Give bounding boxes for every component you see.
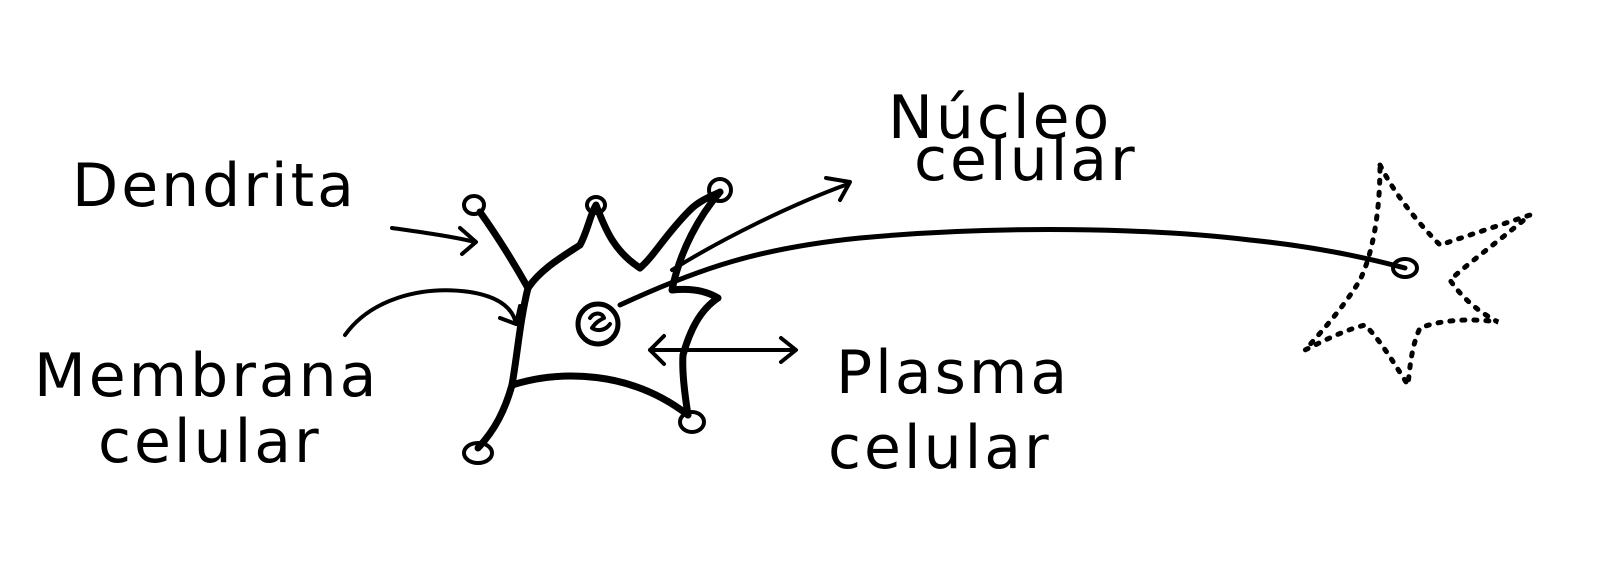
axon-terminal	[1391, 257, 1419, 279]
membrane-arrow	[343, 288, 517, 337]
label-dendrite: Dendrita	[72, 151, 357, 221]
neuron-cell	[462, 177, 733, 465]
arrows	[343, 176, 852, 366]
dendrite-arrowhead	[458, 226, 478, 256]
dendrite-tip-5	[678, 410, 706, 434]
label-membrane-line1: Membrana	[34, 341, 379, 411]
axon-line	[617, 227, 1408, 308]
nucleus-arrow	[670, 182, 850, 272]
dendrite-tip-1	[462, 194, 486, 216]
nucleus-squiggle	[588, 311, 612, 333]
plasma-arrowhead-right	[779, 336, 798, 364]
target-neuron	[1303, 163, 1532, 393]
dendrite-tip-4	[462, 441, 494, 465]
label-nucleus-line1: Núcleo	[888, 83, 1112, 153]
dendrite-arrow	[390, 226, 477, 244]
dendrite-tip-3	[707, 177, 733, 203]
cell-membrane-bottom	[508, 372, 692, 419]
dendrite-tip-2	[585, 195, 607, 215]
label-plasma-line1: Plasma	[836, 338, 1070, 408]
label-nucleus-line2: celular	[914, 125, 1138, 195]
nucleus-arrowhead	[824, 176, 852, 202]
membrane-arrowhead	[498, 304, 522, 326]
label-membrane-line2: celular	[98, 407, 322, 477]
plasma-arrowhead-left	[648, 334, 666, 366]
target-neuron-outline	[1303, 163, 1532, 393]
label-plasma-line2: celular	[828, 413, 1052, 483]
nucleus-circle	[575, 301, 621, 347]
cell-membrane-outline	[476, 188, 724, 419]
